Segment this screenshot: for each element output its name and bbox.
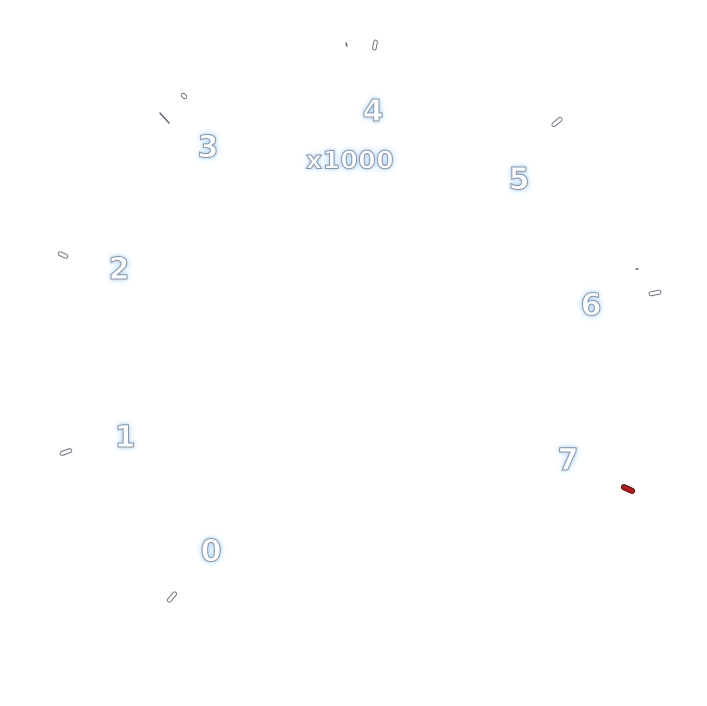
- tick-mark-4: [372, 39, 378, 51]
- dial-label-4: 4: [362, 94, 384, 129]
- tick-mark-6: [648, 289, 662, 297]
- dial-label-7: 7: [557, 443, 579, 478]
- dial-label-3: 3: [197, 130, 219, 165]
- dial-label-0: 0: [200, 534, 222, 569]
- tick-mark-2: [57, 251, 69, 259]
- needle-tip: [620, 484, 636, 494]
- dial-label-6: 6: [580, 288, 602, 323]
- tick-mark-0: [166, 591, 178, 603]
- dial-label-1: 1: [114, 420, 136, 455]
- tick-mark-1: [59, 448, 73, 456]
- tick-mark-3a: [180, 92, 188, 100]
- dial-label-5: 5: [508, 162, 530, 197]
- tick-mark-3b: [159, 112, 170, 124]
- dial-label-2: 2: [108, 252, 130, 287]
- tick-mark-5: [551, 116, 563, 128]
- rpm-multiplier-label: x1000: [305, 145, 395, 175]
- tick-mark-4b: [345, 42, 348, 47]
